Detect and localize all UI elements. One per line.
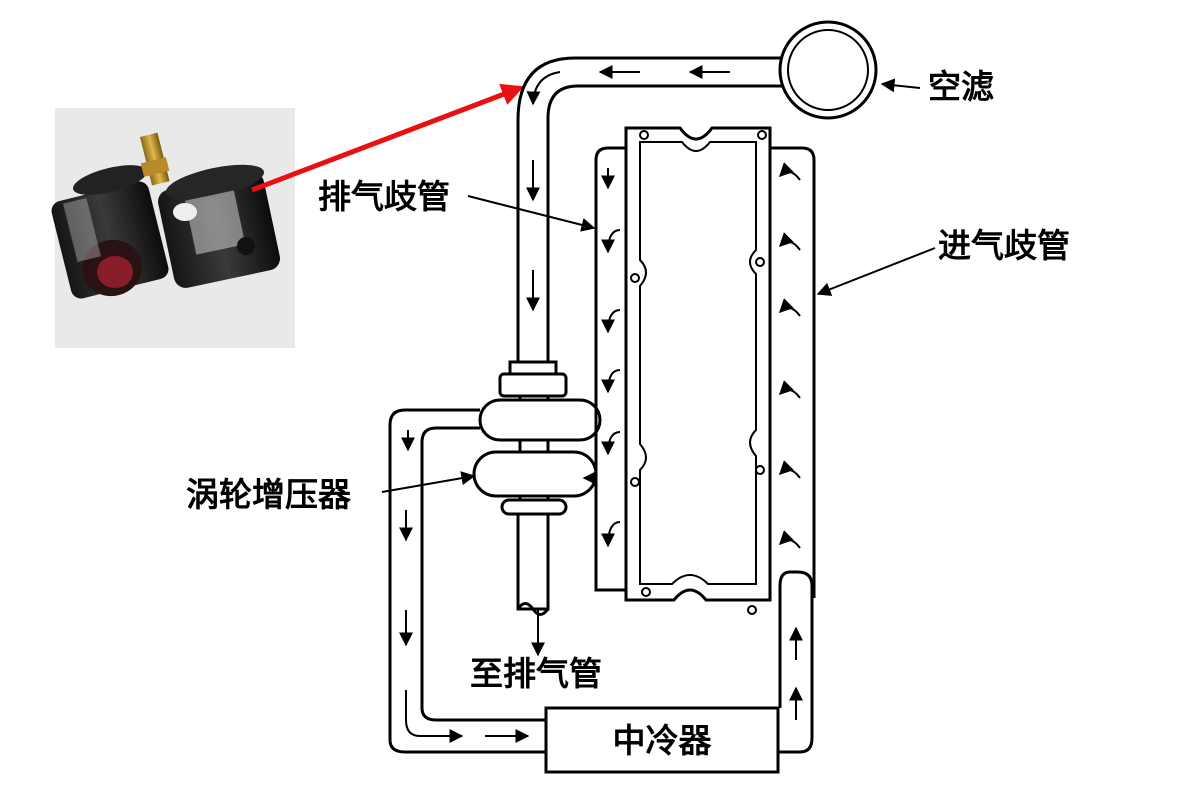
air-filter-label: 空滤 <box>928 67 994 106</box>
flow-direction-arrow <box>601 369 621 394</box>
air-pipe <box>516 56 782 362</box>
exhaust-flow-arrows <box>582 168 621 548</box>
sensor-photo <box>51 108 295 348</box>
charge-pipe <box>388 408 545 754</box>
flow-direction-arrow <box>601 521 621 548</box>
leader-arrow <box>381 471 476 493</box>
flow-direction-arrow <box>601 229 621 254</box>
engine-block <box>582 126 816 615</box>
flow-direction-arrow <box>601 309 621 334</box>
leader-arrow <box>880 78 921 93</box>
flow-direction-arrow <box>779 460 801 479</box>
flow-direction-arrow <box>601 431 621 456</box>
label-to-exhaust: 至排气管 <box>470 654 602 693</box>
sensor-left-image <box>51 165 169 299</box>
flow-direction-arrow <box>405 690 464 743</box>
red-pointer-arrow <box>251 83 525 193</box>
cylinder-head-plate <box>624 126 772 602</box>
to-exhaust-label: 至排气管 <box>470 654 602 693</box>
air-filter <box>778 20 878 120</box>
intercooler-label: 中冷器 <box>613 721 713 760</box>
leader-arrow <box>467 195 596 232</box>
leader-arrow <box>816 247 936 296</box>
intake-flow-arrows <box>779 162 801 549</box>
intake-manifold-label: 进气歧管 <box>938 226 1070 265</box>
intake-manifold <box>770 146 816 598</box>
flow-direction-arrow <box>779 162 801 181</box>
label-exhaust-manifold: 排气歧管 <box>318 177 596 232</box>
label-intake-manifold: 进气歧管 <box>816 226 1070 296</box>
label-air-filter: 空滤 <box>880 67 994 106</box>
flow-direction-arrow <box>779 380 801 399</box>
intercooler: 中冷器 <box>544 706 780 774</box>
label-turbocharger: 涡轮增压器 <box>186 471 476 514</box>
return-pipe <box>778 570 814 754</box>
flow-direction-arrow <box>779 298 801 317</box>
turbocharger-label: 涡轮增压器 <box>186 475 352 514</box>
exhaust-manifold <box>594 146 626 592</box>
sensor-right-image <box>139 132 280 288</box>
flow-direction-arrow <box>779 232 801 251</box>
turbocharger <box>472 360 602 657</box>
flow-direction-arrow <box>779 530 801 549</box>
exhaust-manifold-label: 排气歧管 <box>318 177 450 216</box>
flow-direction-arrow <box>526 71 561 106</box>
